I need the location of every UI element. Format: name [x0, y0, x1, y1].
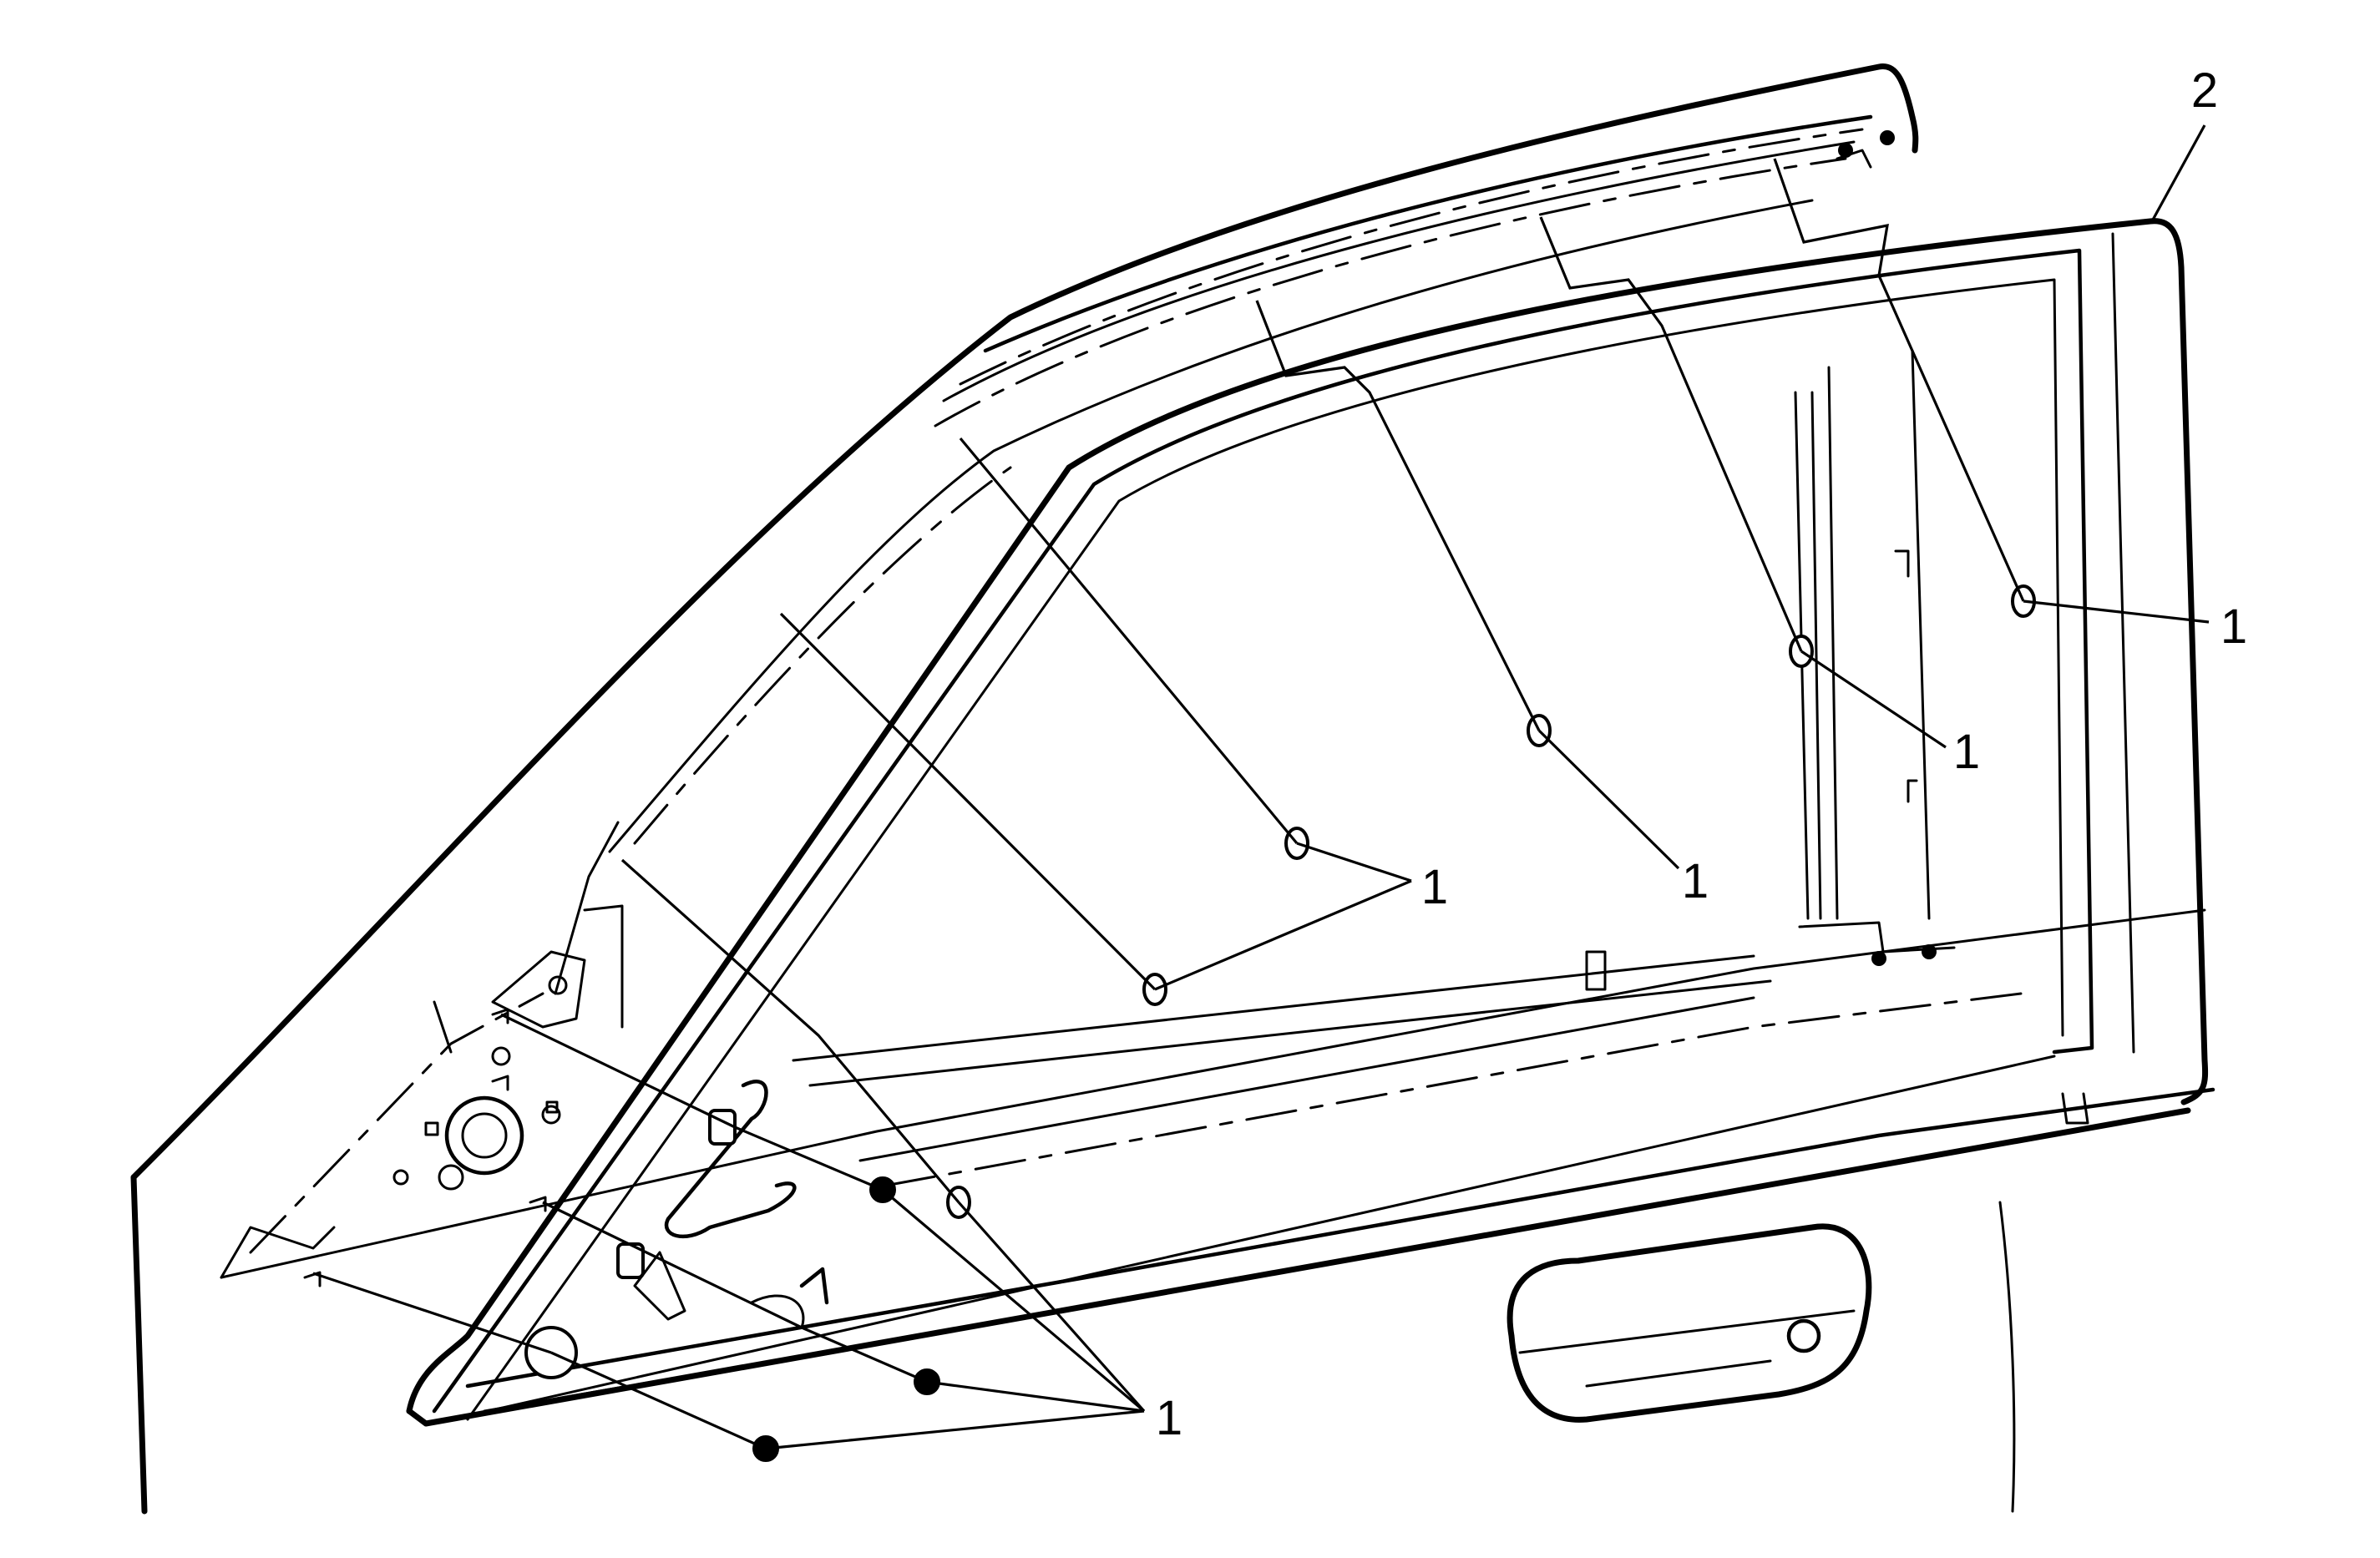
callout-1-upper-left: 1 [1421, 860, 1448, 914]
door-handle [1506, 1223, 1872, 1423]
callout-1-rear-upper: 1 [2220, 599, 2247, 654]
callout-1-center: 1 [1682, 854, 1709, 908]
callout-2: 2 [2191, 63, 2218, 118]
leader-lines [312, 124, 2210, 1450]
callout-1-rear-mid: 1 [1953, 725, 1980, 779]
window-frame-molding [406, 218, 2209, 1427]
door-panel [130, 63, 2215, 1515]
callout-1-lower-group: 1 [1156, 1391, 1182, 1445]
callout-labels: 2 1 1 1 1 1 [1156, 63, 2247, 1445]
